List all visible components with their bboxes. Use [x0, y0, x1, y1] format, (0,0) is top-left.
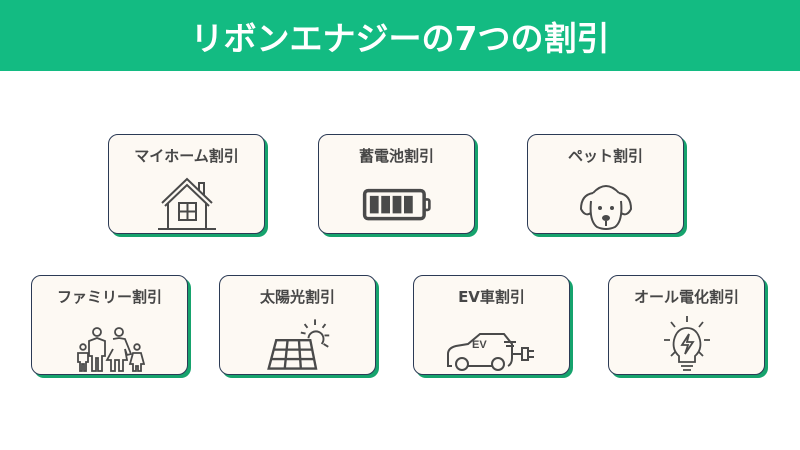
card-label: EV車割引	[458, 288, 525, 306]
lightbulb-icon	[652, 314, 722, 372]
solar-panel-icon	[263, 314, 333, 372]
card-ev-discount: EV車割引 EV	[413, 275, 570, 375]
card-label: オール電化割引	[633, 288, 739, 306]
card-label: 蓄電池割引	[358, 147, 434, 165]
card-myhome-discount: マイホーム割引	[108, 134, 265, 234]
card-family-discount: ファミリー割引	[31, 275, 188, 375]
card-label: ファミリー割引	[56, 288, 162, 306]
family-icon	[75, 314, 145, 372]
house-icon	[152, 173, 222, 231]
card-solar-discount: 太陽光割引	[219, 275, 376, 375]
card-pet-discount: ペット割引	[527, 134, 684, 234]
battery-icon	[362, 173, 432, 231]
card-battery-discount: 蓄電池割引	[318, 134, 475, 234]
page-title: リボンエナジーの7つの割引	[190, 18, 610, 58]
header-banner: リボンエナジーの7つの割引	[0, 0, 800, 71]
card-label: マイホーム割引	[134, 147, 239, 165]
card-all-electric-discount: オール電化割引	[608, 275, 765, 375]
card-label: ペット割引	[567, 147, 643, 165]
card-label: 太陽光割引	[259, 288, 335, 306]
dog-icon	[571, 173, 641, 231]
svg-text:EV: EV	[472, 339, 487, 351]
ev-car-icon: EV	[442, 314, 542, 372]
